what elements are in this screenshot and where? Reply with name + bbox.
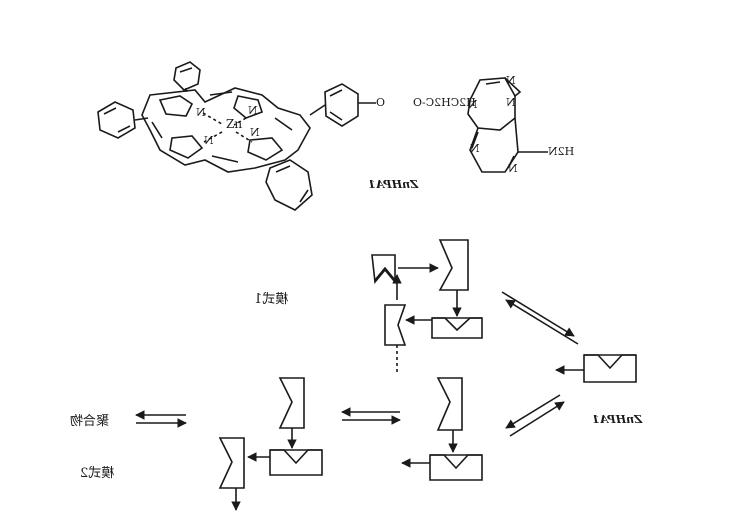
mode2-chain-top: [278, 377, 305, 429]
porphyrin-core: [141, 87, 311, 173]
equilibrium-monomer-mode2: [505, 394, 565, 437]
adenine-n-3: N: [506, 96, 516, 109]
pyrrole-n-1: N: [196, 106, 206, 119]
phenyl-top: [173, 61, 201, 92]
mode2-chain-middle: [269, 449, 323, 476]
mode1-label: 模式1: [254, 292, 289, 307]
mode2-chain-bottom: [218, 437, 245, 489]
phenyl-bottom: [265, 159, 313, 211]
mode1-unit-bottom-right: [431, 317, 483, 339]
monomer-unit: [583, 354, 637, 383]
equilibrium-dimer-chain: [341, 407, 401, 425]
phenyl-right: [309, 83, 376, 127]
linker-o: O: [376, 96, 386, 109]
compound-label: ZnHPA1: [368, 178, 419, 191]
pyrrole-n-3: N: [204, 134, 214, 147]
phenyl-left: [97, 101, 149, 139]
amine-label: H2N: [548, 145, 575, 158]
adenine-ring: [467, 77, 548, 173]
equilibrium-chain-polymer: [135, 410, 187, 428]
mode2-label: 模式2: [80, 466, 115, 481]
equilibrium-mode1-monomer: [501, 291, 579, 345]
metal-label: Zn: [226, 117, 243, 131]
linker-label: H2CH2C-O: [413, 96, 476, 109]
mode1-unit-bottom-left: [384, 304, 407, 346]
mode2-dimer-right-top: [436, 377, 463, 431]
mode1-unit-top-right: [438, 239, 469, 291]
adenine-n-1: N: [506, 74, 516, 87]
polymer-label: 聚合物: [70, 414, 110, 429]
pyrrole-n-4: N: [250, 126, 260, 139]
mode1-unit-top-left: [371, 254, 396, 285]
adenine-n-4: N: [470, 142, 480, 155]
adenine-n-5: N: [508, 162, 518, 175]
adenine-n-2: N: [468, 98, 478, 111]
mode2-dimer-right-bottom: [429, 454, 483, 481]
monomer-label: ZnHPA1: [592, 413, 643, 426]
pyrrole-n-2: N: [248, 104, 258, 117]
